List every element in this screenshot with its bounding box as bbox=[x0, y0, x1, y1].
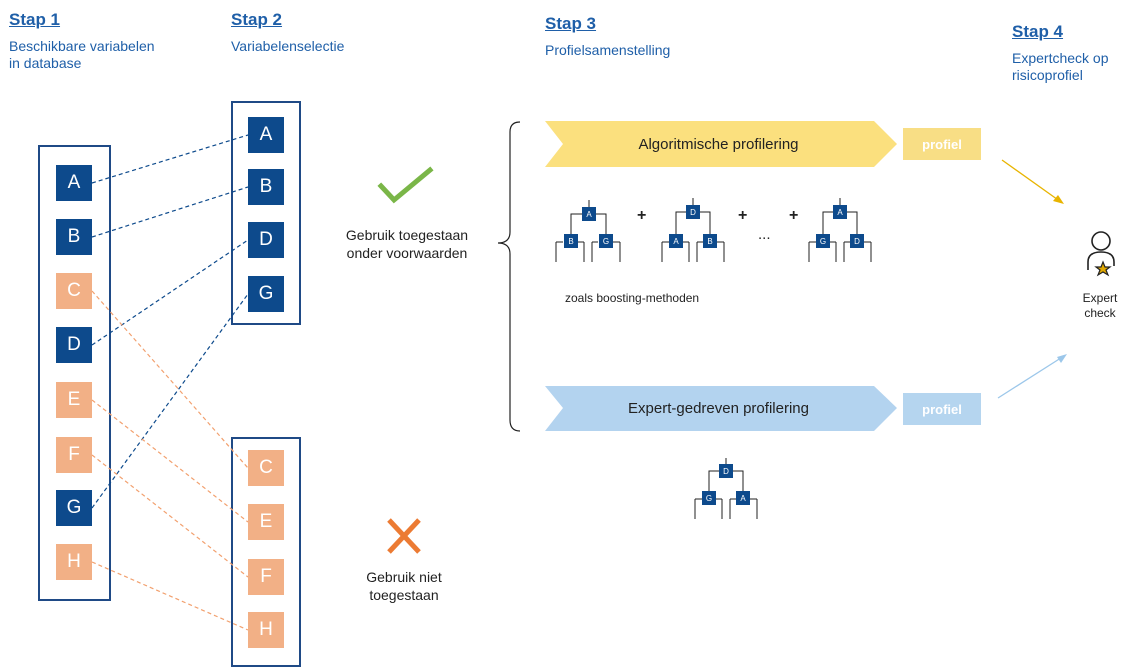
expert-arrow-label: Expert-gedreven profilering bbox=[628, 400, 809, 417]
database-panel bbox=[38, 145, 111, 601]
expert-to-expert-line bbox=[997, 355, 1065, 399]
step-1-header: Stap 1 Beschikbare variabelen in databas… bbox=[9, 10, 155, 72]
database-variable-f: F bbox=[56, 437, 92, 473]
step-1-sub2: in database bbox=[9, 55, 82, 71]
step-1-sub1: Beschikbare variabelen bbox=[9, 38, 155, 54]
tree3-right: D bbox=[850, 234, 864, 248]
tree2-left: A bbox=[669, 234, 683, 248]
tree-branches bbox=[555, 198, 872, 519]
step-3-sub1: Profielsamenstelling bbox=[545, 42, 671, 58]
plus-1: + bbox=[637, 207, 647, 224]
not-allowed-line2: toegestaan bbox=[369, 587, 439, 603]
database-variable-h: H bbox=[56, 544, 92, 580]
rejected-variable-e: E bbox=[248, 504, 284, 540]
database-variable-e: E bbox=[56, 382, 92, 418]
link-a bbox=[91, 134, 249, 184]
allowed-note: Gebruik toegestaan onder voorwaarden bbox=[314, 226, 500, 262]
tree3-left: G bbox=[816, 234, 830, 248]
step-3-header: Stap 3 Profielsamenstelling bbox=[545, 14, 670, 59]
tree4-right: A bbox=[736, 491, 750, 505]
database-variable-d: D bbox=[56, 327, 92, 363]
algo-profiel-box: profiel bbox=[903, 128, 981, 160]
tree4-left: G bbox=[702, 491, 716, 505]
step-2-title: Stap 2 bbox=[231, 10, 283, 29]
database-variable-a: A bbox=[56, 165, 92, 201]
allowed-line1: Gebruik toegestaan bbox=[345, 227, 469, 243]
expert-person-icon bbox=[1087, 231, 1115, 277]
expert-check-label: Expert check bbox=[1070, 291, 1130, 321]
expert-profiel-box: profiel bbox=[903, 393, 981, 425]
tree4-root: D bbox=[719, 464, 733, 478]
link-e bbox=[91, 399, 249, 523]
tree1-right: G bbox=[599, 234, 613, 248]
rejected-variable-f: F bbox=[248, 559, 284, 595]
rejected-variable-h: H bbox=[248, 612, 284, 648]
expert-line2: check bbox=[1084, 306, 1116, 320]
database-variable-b: B bbox=[56, 219, 92, 255]
step-4-sub2: risicoprofiel bbox=[1012, 67, 1083, 83]
step-4-sub1: Expertcheck op bbox=[1012, 50, 1109, 66]
selected-variable-d: D bbox=[248, 222, 284, 258]
rejected-variable-c: C bbox=[248, 450, 284, 486]
algo-to-expert-head bbox=[1053, 195, 1064, 204]
expert-arrow-shape bbox=[545, 386, 897, 431]
step-1-title: Stap 1 bbox=[9, 10, 61, 29]
link-b bbox=[91, 186, 249, 238]
tree2-root: D bbox=[686, 205, 700, 219]
selected-panel bbox=[231, 101, 301, 325]
plus-2: + bbox=[738, 207, 748, 224]
ellipsis: ... bbox=[758, 226, 771, 243]
tree3-root: A bbox=[833, 205, 847, 219]
expert-line1: Expert bbox=[1082, 291, 1118, 305]
selected-variable-g: G bbox=[248, 276, 284, 312]
tree2-right: B bbox=[703, 234, 717, 248]
tree1-left: B bbox=[564, 234, 578, 248]
link-f bbox=[91, 454, 249, 578]
selected-variable-a: A bbox=[248, 117, 284, 153]
database-variable-g: G bbox=[56, 490, 92, 526]
algo-arrow-label: Algoritmische profilering bbox=[638, 135, 799, 153]
brace bbox=[497, 121, 521, 432]
link-d bbox=[91, 239, 249, 346]
not-allowed-line1: Gebruik niet bbox=[366, 569, 442, 585]
not-allowed-note: Gebruik niet toegestaan bbox=[329, 568, 479, 604]
check-icon bbox=[377, 166, 434, 204]
step-4-header: Stap 4 Expertcheck op risicoprofiel bbox=[1012, 22, 1109, 84]
step-4-title: Stap 4 bbox=[1012, 22, 1064, 41]
step-2-header: Stap 2 Variabelenselectie bbox=[231, 10, 344, 55]
selected-variable-b: B bbox=[248, 169, 284, 205]
step-2-sub1: Variabelenselectie bbox=[231, 38, 345, 54]
boosting-example: zoals boosting-methoden bbox=[565, 291, 700, 305]
tree1-root: A bbox=[582, 207, 596, 221]
algo-arrow-shape bbox=[545, 121, 897, 167]
algo-to-expert-line bbox=[1001, 159, 1062, 203]
link-h bbox=[91, 561, 249, 631]
link-c bbox=[91, 290, 249, 469]
database-variable-c: C bbox=[56, 273, 92, 309]
link-g bbox=[91, 293, 249, 509]
allowed-line2: onder voorwaarden bbox=[346, 245, 468, 261]
plus-3: + bbox=[789, 207, 799, 224]
expert-to-expert-head bbox=[1057, 354, 1067, 363]
cross-icon bbox=[387, 518, 421, 554]
step-3-title: Stap 3 bbox=[545, 14, 597, 33]
